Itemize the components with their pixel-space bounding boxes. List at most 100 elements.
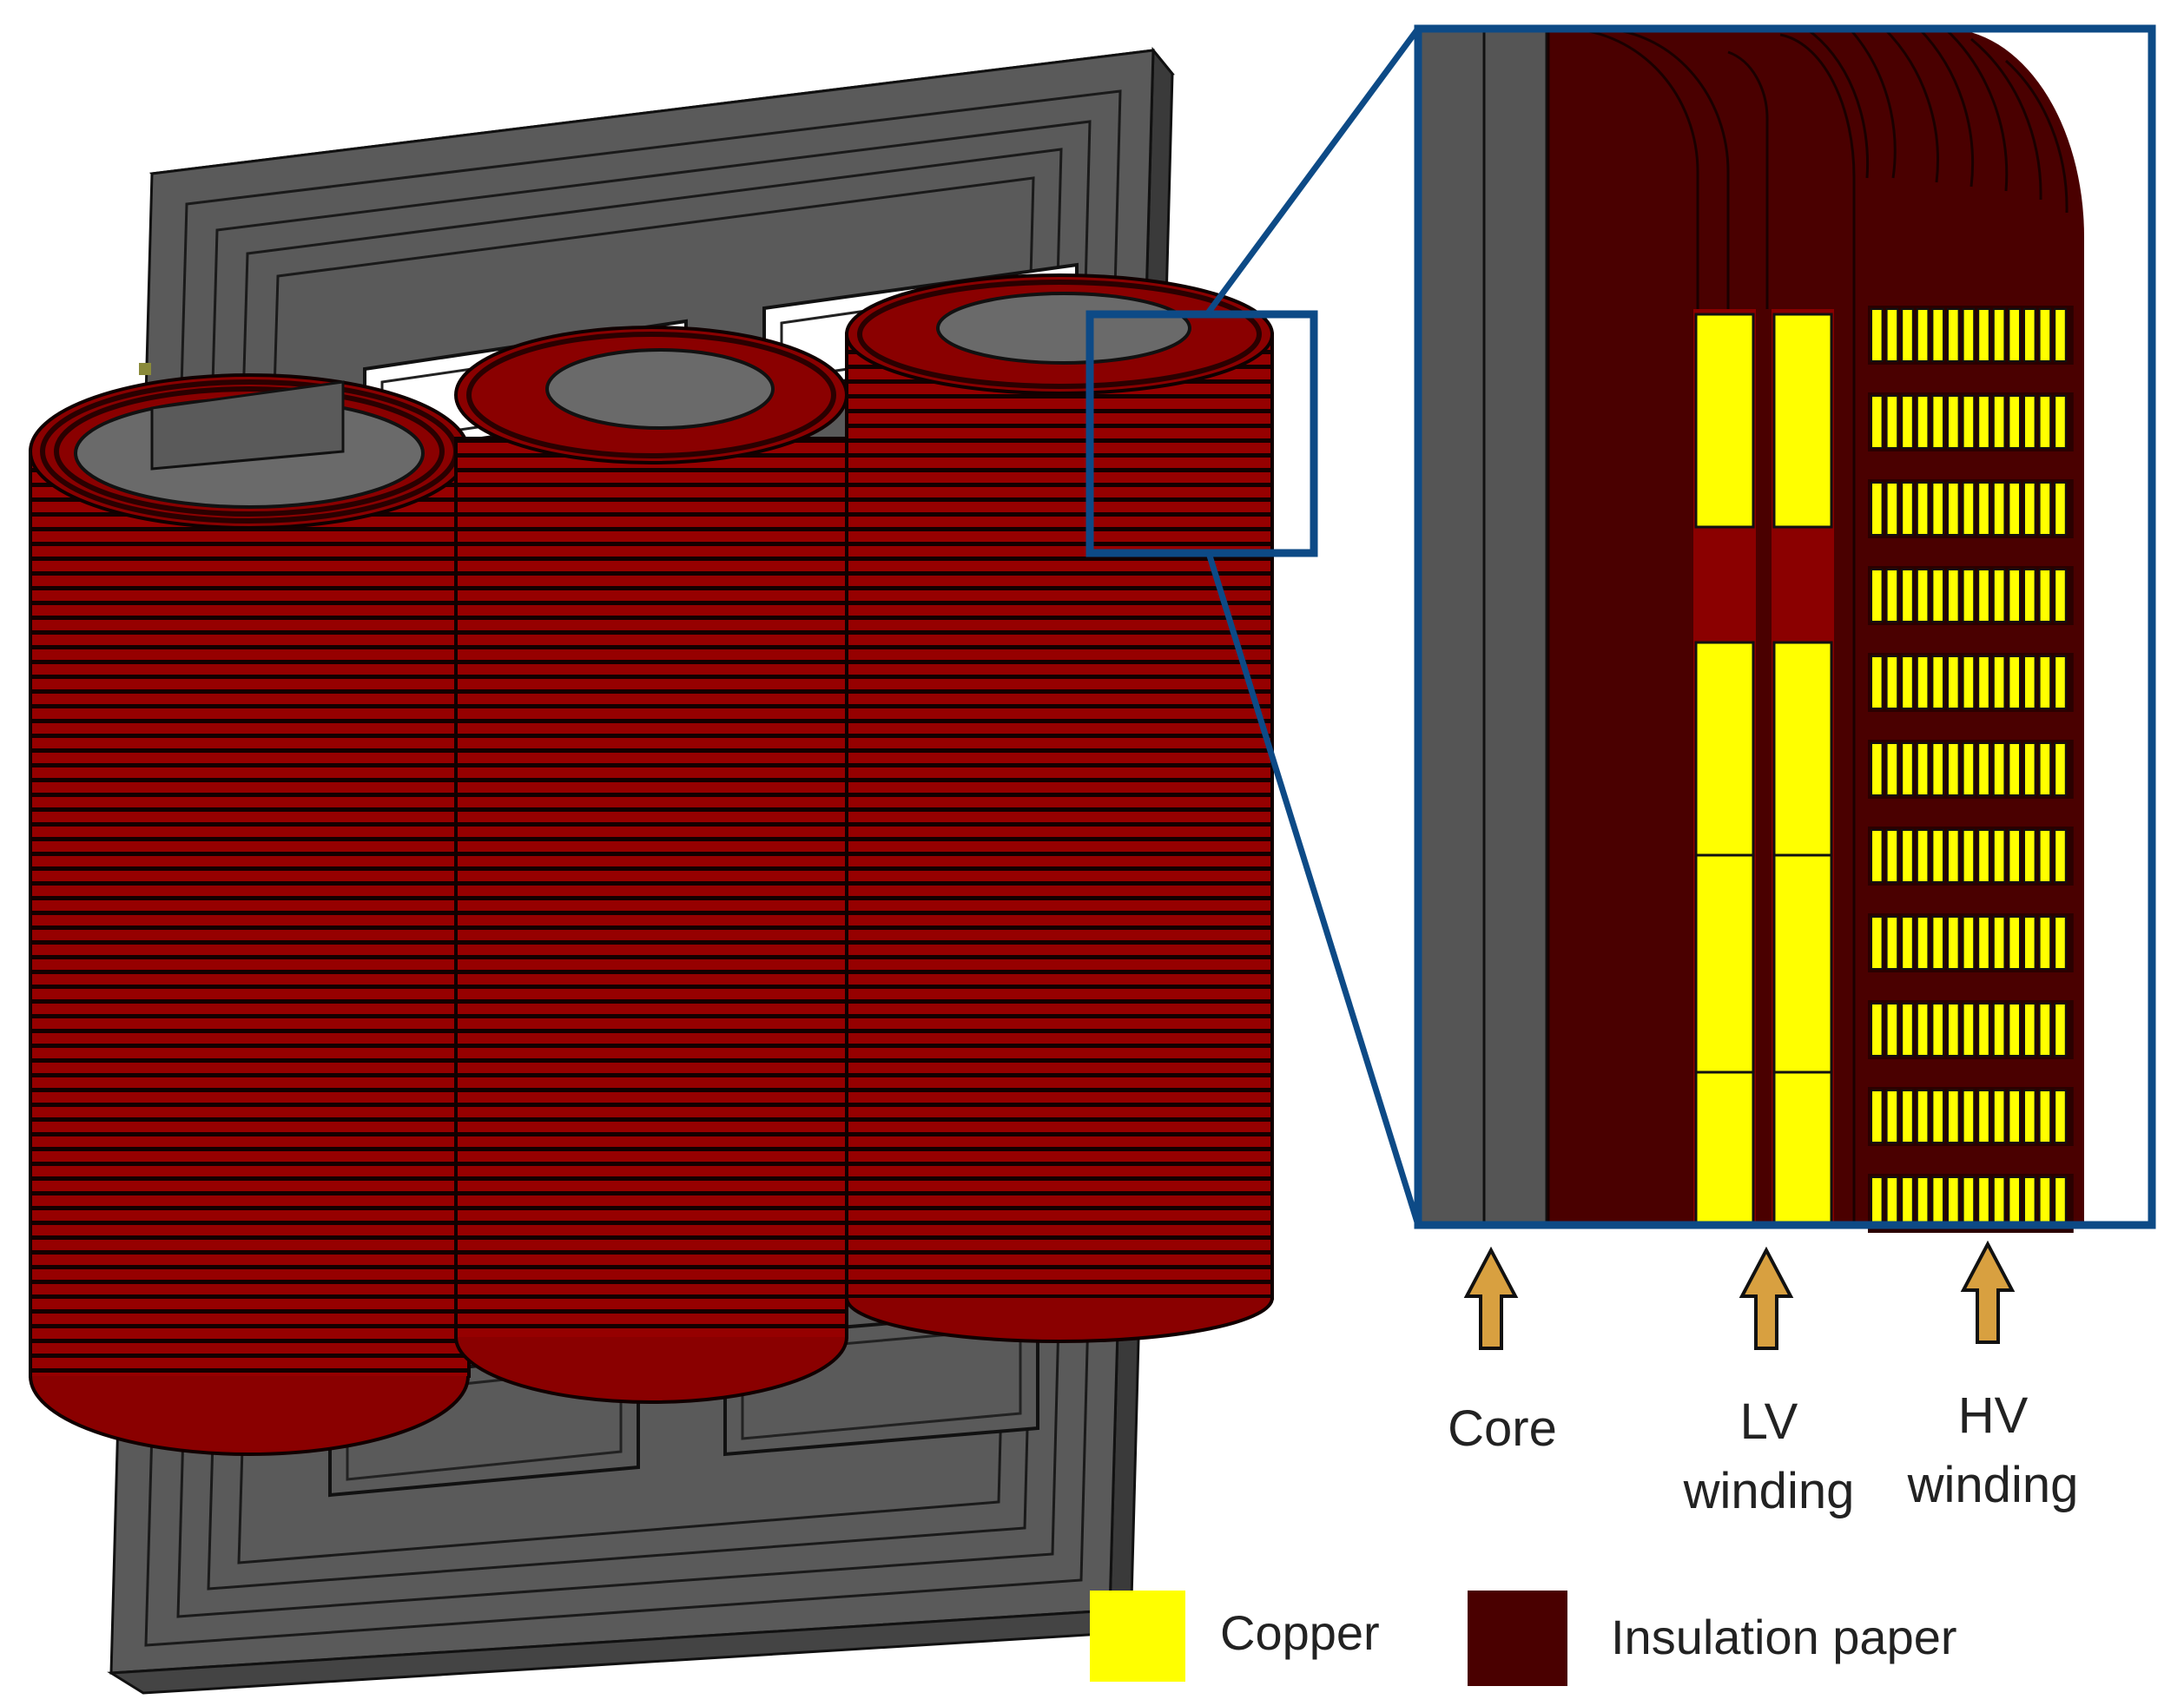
legend-label-copper: Copper	[1220, 1605, 1380, 1660]
hv-conductor	[2054, 655, 2067, 709]
label-core: Core	[1448, 1400, 1557, 1457]
hv-conductor	[2054, 916, 2067, 970]
lv-winding	[1694, 313, 1833, 1227]
hv-conductor	[2038, 742, 2052, 796]
hv-conductor	[1885, 1003, 1899, 1057]
hv-conductor	[1916, 1090, 1930, 1143]
hv-conductor	[1962, 1176, 1976, 1226]
hv-conductor	[1931, 569, 1944, 622]
lv-conductor	[1694, 641, 1755, 857]
lv-conductor	[1694, 853, 1755, 1074]
hv-conductor	[1962, 655, 1976, 709]
hv-conductor	[1901, 1003, 1914, 1057]
hv-conductor	[2023, 569, 2036, 622]
hv-conductor	[1931, 308, 1944, 362]
hv-conductor	[1931, 1176, 1944, 1226]
hv-conductor	[2023, 742, 2036, 796]
hv-conductor	[1992, 655, 2006, 709]
lv-conductor	[1772, 641, 1833, 857]
hv-conductor	[2023, 1090, 2036, 1143]
hv-conductor	[2008, 1176, 2021, 1226]
hv-conductor	[2054, 308, 2067, 362]
hv-conductor	[2054, 569, 2067, 622]
hv-conductor	[1947, 308, 1960, 362]
hv-conductor	[2023, 482, 2036, 536]
hv-conductor	[1992, 742, 2006, 796]
hv-conductor	[1901, 569, 1914, 622]
hv-conductor	[1916, 569, 1930, 622]
legend: Copper Insulation paper	[1090, 1591, 1957, 1686]
hv-conductor	[1916, 482, 1930, 536]
hv-conductor	[1947, 655, 1960, 709]
coil-right-hole	[936, 292, 1191, 365]
hv-conductor	[1977, 916, 1990, 970]
core-window-bottom-right-step	[741, 1327, 1022, 1440]
hv-conductor	[1962, 1090, 1976, 1143]
hv-conductor	[2054, 742, 2067, 796]
hv-conductor	[1871, 1176, 1884, 1226]
zoom-connector-bottom	[1205, 551, 1422, 1227]
hv-conductor	[1871, 308, 1884, 362]
hv-conductor	[2008, 1003, 2021, 1057]
hv-conductor	[2023, 916, 2036, 970]
hv-conductor	[1947, 916, 1960, 970]
legend-swatch-insulation	[1468, 1591, 1567, 1686]
hv-conductor	[1962, 829, 1976, 883]
hv-conductor	[1931, 1003, 1944, 1057]
legend-swatch-copper	[1090, 1591, 1185, 1682]
coil-right-body	[845, 333, 1274, 1300]
hv-conductor	[1916, 1003, 1930, 1057]
hv-conductor	[1992, 916, 2006, 970]
hv-conductor	[2008, 829, 2021, 883]
hv-conductor	[2008, 742, 2021, 796]
hv-conductor	[1931, 482, 1944, 536]
hv-conductor	[2054, 829, 2067, 883]
hv-conductor	[1901, 308, 1914, 362]
hv-conductor	[1977, 742, 1990, 796]
label-hv-line2: winding	[1907, 1457, 2079, 1513]
hv-conductor	[1992, 1176, 2006, 1226]
hv-conductor	[1931, 395, 1944, 449]
hv-conductor	[2008, 395, 2021, 449]
hv-conductor	[1871, 829, 1884, 883]
hv-conductor	[1992, 829, 2006, 883]
hv-conductor	[2023, 655, 2036, 709]
hv-conductor	[2023, 1003, 2036, 1057]
hv-conductor	[1931, 655, 1944, 709]
zoom-connector-top	[1204, 26, 1421, 317]
hv-conductor	[1901, 1176, 1914, 1226]
hv-conductor	[1916, 1176, 1930, 1226]
core-leg-left-top	[150, 380, 345, 471]
hv-conductor	[2038, 916, 2052, 970]
hv-conductor	[2008, 655, 2021, 709]
lv-conductor	[1694, 313, 1755, 529]
hv-conductor	[2038, 308, 2052, 362]
hv-conductor	[1901, 829, 1914, 883]
hv-conductor	[1871, 482, 1884, 536]
transformer-3d-model	[29, 46, 1318, 1695]
hv-conductor	[1916, 655, 1930, 709]
hv-conductor	[1871, 1090, 1884, 1143]
hv-conductor	[1977, 482, 1990, 536]
lv-conductor	[1772, 313, 1833, 529]
coil-right	[845, 273, 1274, 1343]
hv-conductor	[1977, 829, 1990, 883]
hv-conductor	[1947, 1003, 1960, 1057]
coil-middle-hole	[545, 348, 775, 430]
hv-conductor	[1885, 395, 1899, 449]
hv-conductor	[1885, 482, 1899, 536]
label-lv-line2: winding	[1683, 1463, 1855, 1519]
hv-conductor	[1916, 829, 1930, 883]
zoom-selection-box	[1085, 310, 1318, 557]
hv-conductor	[1885, 742, 1899, 796]
hv-conductor	[2038, 655, 2052, 709]
hv-conductor	[1947, 1090, 1960, 1143]
hv-conductor	[1977, 308, 1990, 362]
hv-conductor	[1901, 395, 1914, 449]
hv-conductor	[1977, 395, 1990, 449]
hv-conductor	[1931, 829, 1944, 883]
hv-conductor	[1947, 1176, 1960, 1226]
hv-conductor	[1916, 916, 1930, 970]
hv-conductor	[1885, 1176, 1899, 1226]
